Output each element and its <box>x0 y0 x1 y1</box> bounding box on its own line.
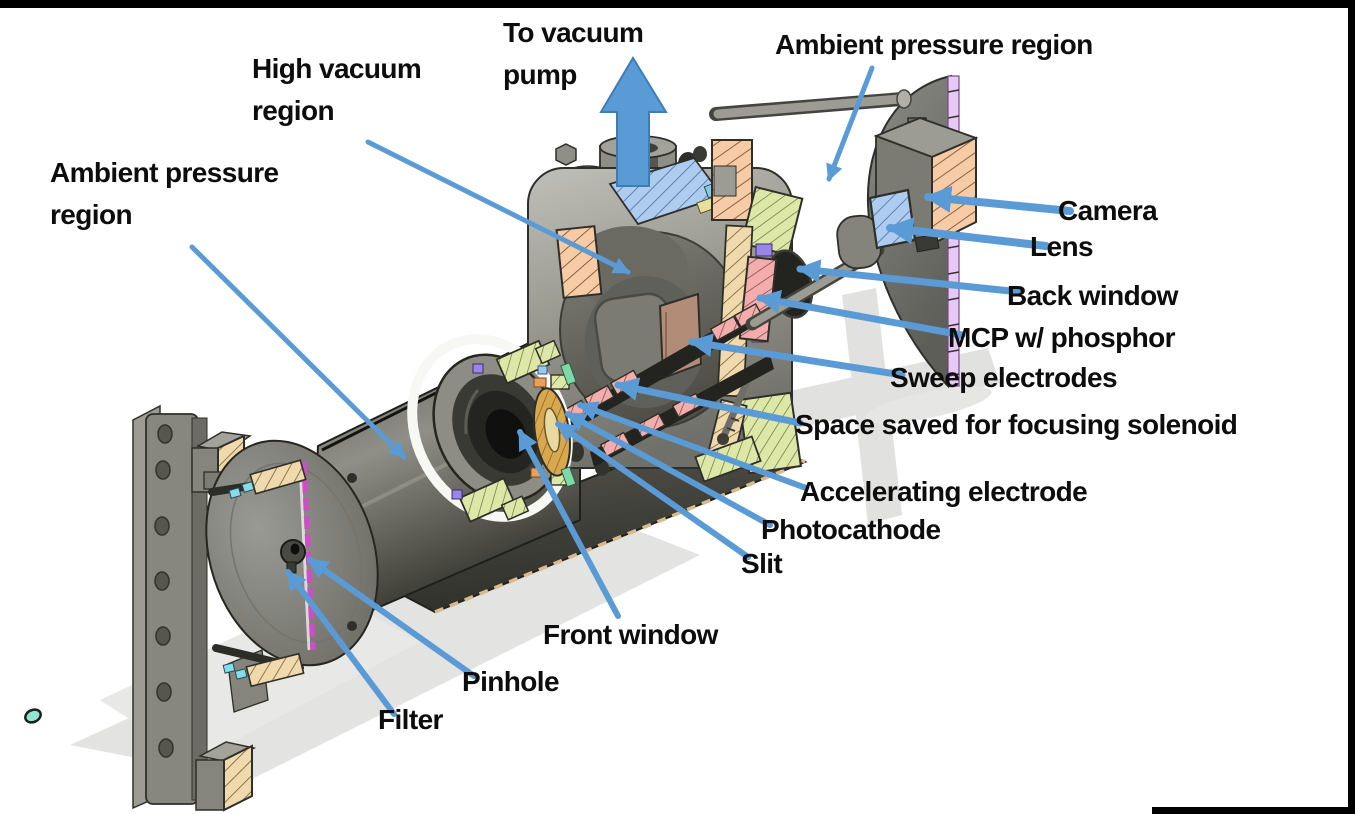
label-ambient-pressure-left: Ambient pressure region <box>50 157 279 230</box>
label-focusing-solenoid: Space saved for focusing solenoid <box>795 409 1238 440</box>
standoff-top <box>208 459 307 499</box>
frame-right <box>1348 0 1355 814</box>
label-front-window: Front window <box>543 619 718 650</box>
arrow-ambient-left <box>189 244 407 460</box>
frame-top <box>0 0 1355 8</box>
mounting-bracket <box>132 404 269 812</box>
support-rod-top <box>709 89 912 121</box>
pinhole-part <box>280 539 306 574</box>
label-sweep-electrodes: Sweep electrodes <box>890 362 1118 393</box>
arrow-sweep <box>688 333 906 379</box>
arrow-pinhole <box>307 557 477 679</box>
label-camera: Camera <box>1058 195 1158 226</box>
lens-part <box>868 188 917 250</box>
label-high-vacuum-region: High vacuum region <box>252 53 422 126</box>
bracket-hatched-end-bottom <box>223 744 253 812</box>
arrow-slit <box>555 421 751 560</box>
arrow-camera <box>923 185 1074 215</box>
arrow-back-window <box>796 259 1024 296</box>
label-filter: Filter <box>378 704 443 735</box>
arrow-front-window <box>517 429 621 619</box>
camera-hatched-face <box>931 136 977 246</box>
label-mcp-phosphor: MCP w/ phosphor <box>948 322 1176 353</box>
leader-arrows <box>189 65 1074 717</box>
arrow-filter <box>285 569 397 717</box>
label-slit: Slit <box>741 548 783 579</box>
label-to-vacuum-pump: To vacuum pump <box>503 17 644 90</box>
stray-part <box>24 708 42 724</box>
rear-disc-camera <box>709 74 979 389</box>
label-pinhole: Pinhole <box>462 666 560 697</box>
label-back-window: Back window <box>1007 280 1178 311</box>
label-lens: Lens <box>1030 231 1094 262</box>
standoff-bottom <box>212 644 305 688</box>
bracket-bolt-holes <box>154 424 174 758</box>
filter-strip <box>301 461 316 651</box>
arrow-ambient-right <box>826 65 875 182</box>
vacuum-pump-arrow <box>599 56 668 187</box>
arrow-accelerating <box>577 401 809 491</box>
arrow-lens <box>885 217 1050 250</box>
label-accelerating-electrode: Accelerating electrode <box>800 476 1088 507</box>
camera-box <box>873 117 979 253</box>
front-window-assembly <box>407 334 577 523</box>
arrow-solenoid <box>614 377 804 427</box>
label-photocathode: Photocathode <box>761 514 941 545</box>
arrow-high-vacuum <box>365 139 631 275</box>
arrow-mcp <box>756 289 966 339</box>
label-ambient-pressure-right: Ambient pressure region <box>775 29 1093 60</box>
frame-bottom-right <box>1152 807 1355 814</box>
arrow-photocathode <box>565 411 773 528</box>
